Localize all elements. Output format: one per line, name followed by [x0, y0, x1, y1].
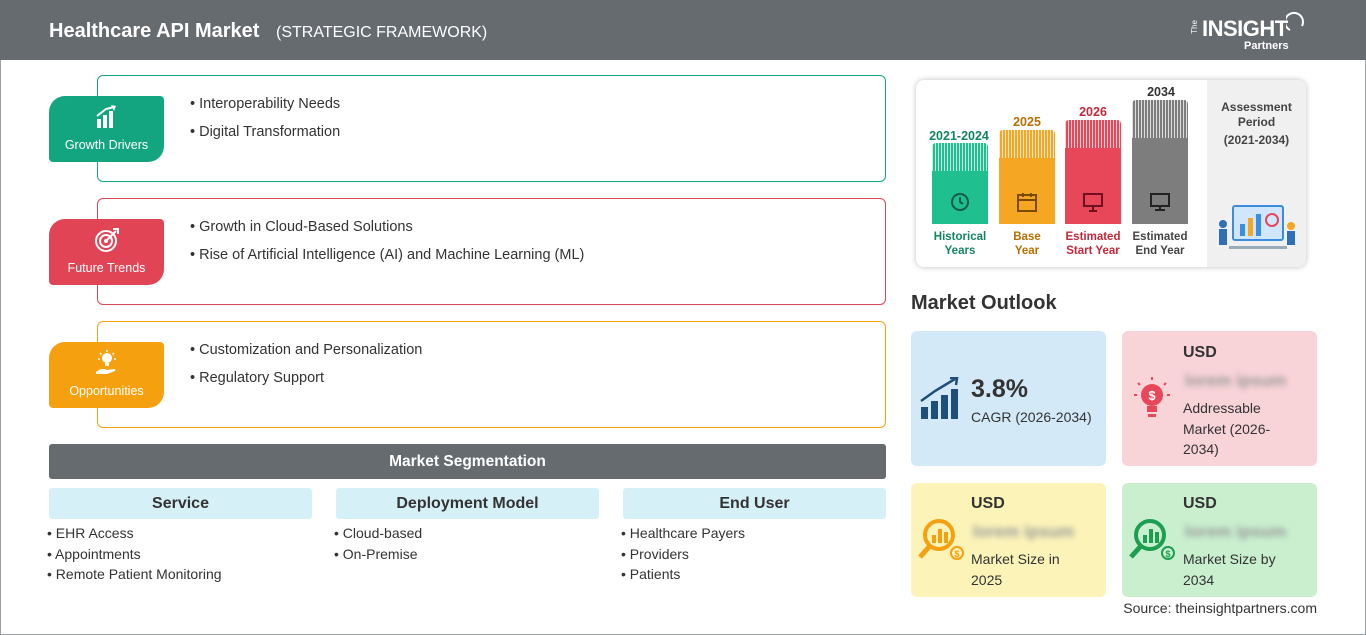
addressable-market-box: $ USD lorem ipsum Addressable Market (20…: [1122, 331, 1317, 466]
addressable-usd: USD: [1183, 344, 1217, 361]
cagr-box: 3.8% CAGR (2026-2034): [911, 331, 1106, 466]
growth-chart-icon: [920, 377, 959, 419]
list-item: Cloud-based: [334, 525, 422, 546]
svg-text:$: $: [1165, 549, 1170, 559]
size2034-label: Market Size by 2034: [1183, 551, 1276, 588]
svg-text:$: $: [1148, 388, 1156, 403]
timeline-bar-end: [1132, 100, 1188, 224]
market-outlook-title: Market Outlook: [911, 292, 1057, 314]
timeline-bar-base: [999, 130, 1055, 224]
size2025-value: lorem ipsum: [973, 522, 1075, 541]
future-trends-badge: Future Trends: [49, 219, 164, 285]
market-size-2025-box: $ USD lorem ipsum Market Size in 2025: [911, 483, 1106, 597]
logo-arc-icon: [1286, 11, 1304, 31]
timeline-year-base: 2025: [1013, 115, 1041, 129]
bar-chart-icon: [96, 105, 116, 128]
size2025-label: Market Size in 2025: [971, 551, 1060, 588]
timeline-bar-start: [1065, 120, 1121, 224]
segment-list-end-user: Healthcare Payers Providers Patients: [621, 525, 745, 587]
list-item: Healthcare Payers: [621, 525, 745, 546]
future-trends-label: Future Trends: [67, 261, 146, 275]
market-segmentation-bar: Market Segmentation: [49, 444, 886, 479]
money-bulb-icon: $: [1134, 377, 1170, 417]
page-subtitle: (STRATEGIC FRAMEWORK): [276, 24, 488, 41]
cagr-label: CAGR (2026-2034): [971, 409, 1092, 425]
opportunities-badge: Opportunities: [49, 342, 164, 408]
segment-list-deployment-model: Cloud-based On-Premise: [334, 525, 422, 566]
segment-heading-end-user: End User: [623, 488, 886, 519]
addressable-label: Addressable Market (2026-2034): [1183, 400, 1271, 457]
list-item: Patients: [621, 566, 745, 587]
assessment-period-title: Assessment Period: [1221, 100, 1292, 129]
target-icon: [95, 228, 119, 252]
segment-list-service: EHR Access Appointments Remote Patient M…: [47, 525, 222, 587]
list-item: Appointments: [47, 546, 222, 567]
calendar-icon: [1017, 193, 1037, 212]
analytics-people-icon: [1219, 205, 1295, 249]
svg-text:$: $: [954, 549, 959, 559]
opportunities-label: Opportunities: [69, 384, 144, 398]
size2034-usd: USD: [1183, 495, 1217, 512]
opportunities-list: Customization and Personalization Regula…: [190, 342, 422, 398]
list-item: Regulatory Support: [190, 370, 422, 398]
segment-heading-service: Service: [49, 488, 312, 519]
size2025-usd: USD: [971, 495, 1005, 512]
list-item: Interoperability Needs: [190, 96, 340, 124]
growth-drivers-list: Interoperability Needs Digital Transform…: [190, 96, 340, 152]
history-clock-icon: [951, 193, 969, 211]
segment-heading-deployment-model: Deployment Model: [336, 488, 599, 519]
assessment-period-range: (2021-2034): [1223, 133, 1290, 147]
cagr-value: 3.8%: [971, 375, 1028, 403]
size2034-value: lorem ipsum: [1185, 522, 1287, 541]
timeline-bar-historical: [932, 143, 988, 224]
timeline-year-start: 2026: [1079, 105, 1107, 119]
addressable-value: lorem ipsum: [1185, 371, 1287, 390]
list-item: Growth in Cloud-Based Solutions: [190, 219, 584, 247]
timeline-year-end: 2034: [1147, 85, 1175, 99]
insight-partners-logo: The INSIGHT Partners: [1190, 10, 1310, 54]
list-item: On-Premise: [334, 546, 422, 567]
list-item: Customization and Personalization: [190, 342, 422, 370]
list-item: Digital Transformation: [190, 124, 340, 152]
market-size-2034-box: $ USD lorem ipsum Market Size by 2034: [1122, 483, 1317, 597]
list-item: EHR Access: [47, 525, 222, 546]
presentation-icon: [1083, 193, 1103, 212]
assessment-period-panel: Assessment Period (2021-2034): [1207, 80, 1306, 267]
growth-drivers-badge: Growth Drivers: [49, 96, 164, 162]
list-item: Rise of Artificial Intelligence (AI) and…: [190, 247, 584, 275]
future-trends-list: Growth in Cloud-Based Solutions Rise of …: [190, 219, 584, 275]
page-title: Healthcare API Market: [49, 20, 260, 42]
list-item: Remote Patient Monitoring: [47, 566, 222, 587]
magnifier-chart-icon: $: [918, 519, 964, 560]
list-item: Providers: [621, 546, 745, 567]
magnifier-chart-icon: $: [1129, 519, 1175, 560]
lightbulb-hand-icon: [96, 350, 116, 374]
timeline-year-historical: 2021-2024: [929, 129, 989, 143]
growth-drivers-label: Growth Drivers: [64, 138, 149, 152]
header-bar: Healthcare API Market (STRATEGIC FRAMEWO…: [0, 0, 1366, 60]
source-credit: Source: theinsightpartners.com: [1123, 600, 1317, 616]
monitor-icon: [1150, 193, 1170, 211]
